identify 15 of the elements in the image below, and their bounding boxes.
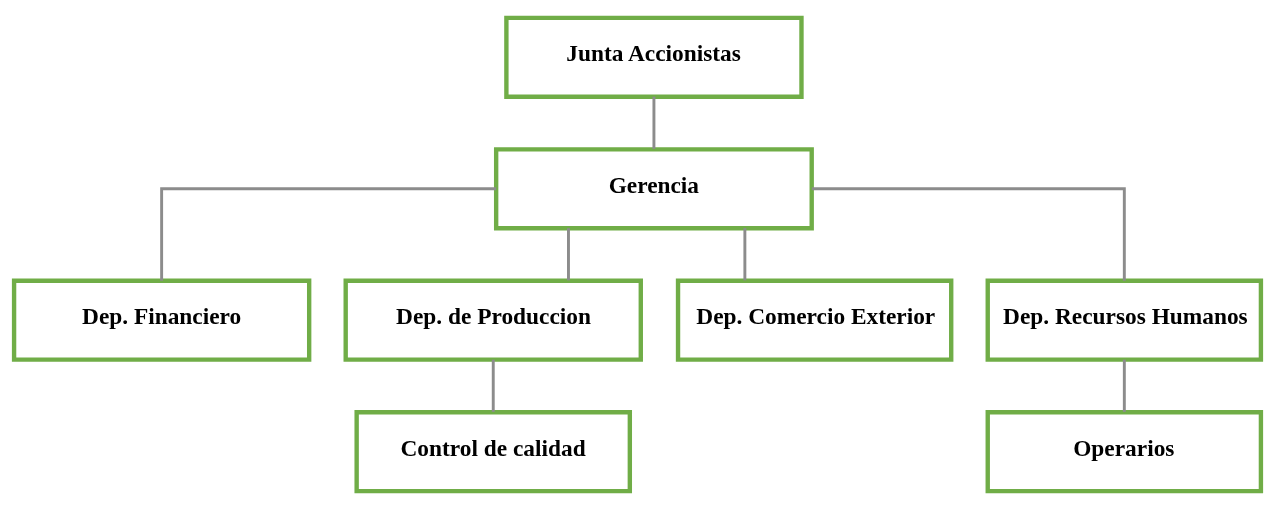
node-box: Junta Accionistas xyxy=(504,15,804,99)
connector xyxy=(491,359,495,412)
node-box: Dep. de Produccion xyxy=(343,278,643,362)
node-box: Operarios xyxy=(985,409,1264,493)
node-box: Dep. Financiero xyxy=(11,278,312,362)
node-box: Control de calidad xyxy=(354,409,633,493)
node-box: Dep. Recursos Humanos xyxy=(985,278,1264,362)
connector xyxy=(652,96,656,149)
connector xyxy=(567,227,570,280)
node-box: Gerencia xyxy=(493,146,814,230)
connector xyxy=(1122,359,1126,412)
connector xyxy=(743,227,747,280)
node-box: Dep. Comercio Exterior xyxy=(675,278,954,362)
connector xyxy=(811,186,1126,281)
connector xyxy=(160,186,497,281)
